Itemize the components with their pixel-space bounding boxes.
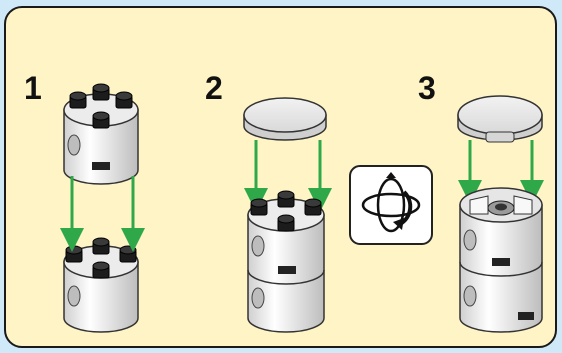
step-2-round-tile: [243, 97, 327, 141]
step-3-round-tile: [457, 95, 543, 143]
rotate-model-icon: [349, 165, 433, 245]
step-2-brick-stack: [247, 190, 325, 333]
step-1-number: 1: [24, 70, 42, 106]
step-1-bottom-brick: [63, 237, 139, 333]
step-3-brick-stack: [459, 187, 543, 333]
step-2-number: 2: [205, 70, 223, 106]
step-3-number: 3: [418, 70, 436, 106]
step-1-top-brick: [63, 83, 139, 185]
